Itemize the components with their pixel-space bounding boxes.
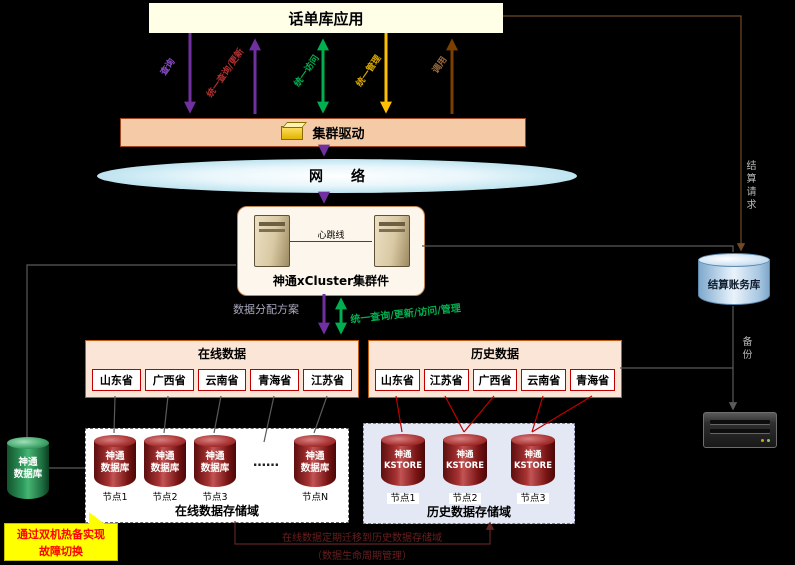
node-label: 节点N <box>293 489 337 503</box>
history-data-box: 历史数据 山东省 江苏省 广西省 云南省 青海省 <box>368 340 622 398</box>
province-chip: 云南省 <box>521 369 567 391</box>
node-label: 节点3 <box>193 489 237 503</box>
online-db-cylinder: 神通数据库 <box>294 435 336 487</box>
province-chip: 江苏省 <box>423 369 469 391</box>
heartbeat-label: 心跳线 <box>317 231 345 241</box>
online-data-title: 在线数据 <box>197 347 246 361</box>
online-db-cylinder: 神通数据库 <box>144 435 186 487</box>
data-distribution-label: 数据分配方案 <box>233 303 299 316</box>
cdr-application-title: 话单库应用 <box>288 9 364 28</box>
online-province-list: 山东省 广西省 云南省 青海省 江苏省 <box>92 369 352 391</box>
node-label: 节点1 <box>93 489 137 503</box>
heartbeat-line <box>290 241 372 242</box>
flow-label-unified-access: 统一访问 <box>292 53 322 89</box>
province-chip: 云南省 <box>197 369 247 391</box>
online-data-box: 在线数据 山东省 广西省 云南省 青海省 江苏省 <box>85 340 359 398</box>
disk-array-icon <box>703 412 777 448</box>
cylinder-label: 神通数据库 <box>200 451 230 475</box>
online-storage-domain: 神通数据库 神通数据库 神通数据库 …… 神通数据库 节点1 节点2 节点3 节… <box>85 428 349 523</box>
network-label: 网 络 <box>309 169 365 185</box>
standby-db-cylinder: 神通数据库 <box>7 437 49 499</box>
history-data-title: 历史数据 <box>470 347 519 361</box>
flow-label-unified-manage: 统一管理 <box>354 53 384 89</box>
nodes-ellipsis: …… <box>253 455 279 470</box>
unified-ops-label: 统一查询/更新/访问/管理 <box>349 303 462 326</box>
migration-note-line1: 在线数据定期迁移到历史数据存储域 <box>282 533 442 544</box>
backup-label: 备份 <box>740 336 751 362</box>
province-chip: 青海省 <box>570 369 615 391</box>
province-chip: 江苏省 <box>303 369 352 391</box>
cdr-application-box: 话单库应用 <box>148 2 504 34</box>
driver-icon <box>281 125 304 140</box>
clusterware-name: 神通xCluster集群件 <box>272 274 390 288</box>
network-ellipse: 网 络 <box>97 159 577 193</box>
flow-label-query: 查询 <box>158 57 178 78</box>
node-label: 节点3 <box>511 490 555 504</box>
province-chip: 广西省 <box>472 369 518 391</box>
online-storage-domain-label: 在线数据存储域 <box>174 504 259 518</box>
node-label: 节点2 <box>143 489 187 503</box>
server-icon <box>374 215 410 267</box>
online-db-cylinder: 神通数据库 <box>194 435 236 487</box>
settlement-db-cylinder: 结算账务库 <box>698 253 770 305</box>
cylinder-label: 神通数据库 <box>150 451 180 475</box>
flow-label-invoke: 调用 <box>430 55 450 76</box>
callout-line1: 通过双机热备实现 <box>17 528 105 541</box>
flow-label-unified-query-update: 统一查询/更新 <box>205 47 247 100</box>
province-chip: 山东省 <box>92 369 141 391</box>
cluster-driver-bar: 集群驱动 <box>120 118 526 147</box>
province-chip: 山东省 <box>375 369 420 391</box>
settlement-request-label: 结算请求 <box>744 160 755 212</box>
clusterware-box: 心跳线 神通xCluster集群件 <box>237 206 425 296</box>
migration-note-line2: （数据生命周期管理） <box>312 551 412 562</box>
cylinder-label: 神通数据库 <box>100 451 130 475</box>
cylinder-label: 神通数据库 <box>13 457 43 481</box>
history-storage-domain-label: 历史数据存储域 <box>426 505 511 519</box>
cluster-driver-label: 集群驱动 <box>312 127 365 142</box>
settlement-request-line <box>503 15 746 252</box>
province-chip: 青海省 <box>250 369 300 391</box>
history-province-list: 山东省 江苏省 广西省 云南省 青海省 <box>375 369 615 391</box>
cylinder-label: 神通数据库 <box>300 451 330 475</box>
node-label: 节点2 <box>443 490 487 504</box>
settlement-db-label: 结算账务库 <box>707 279 761 291</box>
online-db-cylinder: 神通数据库 <box>94 435 136 487</box>
cluster-to-settlement-line <box>422 245 734 252</box>
server-icon <box>254 215 290 267</box>
node-label: 节点1 <box>381 490 425 504</box>
callout-line2: 故障切换 <box>39 544 83 558</box>
failover-callout: 通过双机热备实现 故障切换 <box>4 523 118 561</box>
province-chip: 广西省 <box>144 369 194 391</box>
